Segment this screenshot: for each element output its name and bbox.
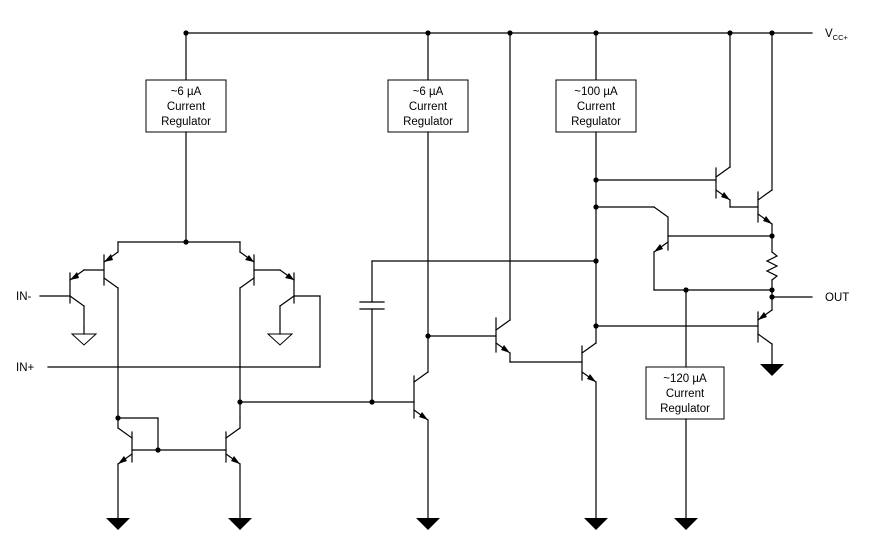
out-label: OUT <box>825 292 849 304</box>
current-regulator-3: ~100 µA Current Regulator <box>555 79 637 133</box>
junction-dots <box>115 30 775 453</box>
second-stage <box>413 131 597 519</box>
in-plus-label: IN+ <box>16 362 35 374</box>
svg-text:~100 µA: ~100 µA <box>574 86 618 98</box>
ground-symbol-4 <box>584 518 608 530</box>
ground-symbol-2 <box>228 518 252 530</box>
output-stage <box>595 166 813 519</box>
svg-text:~6 µA: ~6 µA <box>171 86 202 98</box>
svg-text:Current: Current <box>577 101 616 113</box>
ground-symbol-5 <box>674 518 698 530</box>
vcc-label: VCC+ <box>825 28 849 42</box>
ground-symbol-6 <box>760 364 784 376</box>
ground-symbol-q3 <box>70 333 98 346</box>
compensation-capacitor <box>359 260 597 403</box>
current-regulator-4: ~120 µA Current Regulator <box>645 366 725 420</box>
input-stage <box>39 131 415 519</box>
svg-text:Regulator: Regulator <box>660 403 710 415</box>
vcc-rail <box>185 32 813 321</box>
ground-symbol-3 <box>416 518 440 530</box>
in-minus-label: IN- <box>16 291 32 303</box>
svg-text:Current: Current <box>167 101 206 113</box>
svg-text:Regulator: Regulator <box>161 116 211 128</box>
svg-text:~6 µA: ~6 µA <box>413 86 444 98</box>
ground-symbol-1 <box>106 518 130 530</box>
svg-text:~120 µA: ~120 µA <box>663 373 707 385</box>
current-regulator-2: ~6 µA Current Regulator <box>387 79 469 133</box>
svg-text:Regulator: Regulator <box>571 116 621 128</box>
current-regulator-1: ~6 µA Current Regulator <box>145 79 227 133</box>
ground-symbol-q4 <box>266 333 294 346</box>
svg-text:Regulator: Regulator <box>403 116 453 128</box>
svg-text:Current: Current <box>409 101 448 113</box>
svg-text:Current: Current <box>666 388 705 400</box>
